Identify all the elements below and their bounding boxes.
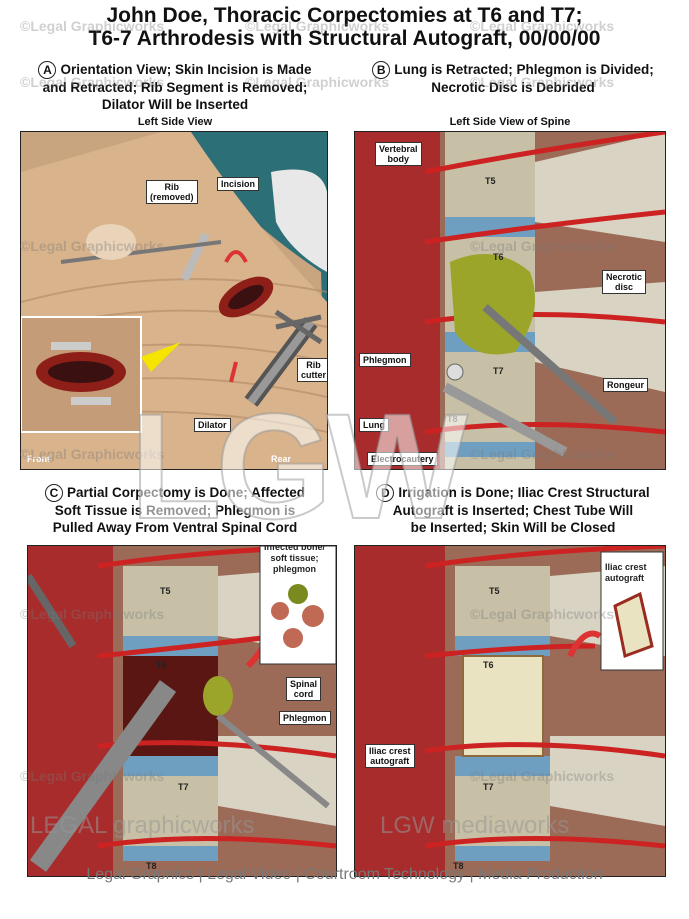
label-iliac-crest-inset: Iliac crest autograft [605,562,647,583]
label-c-phlegmon: Phlegmon [279,711,331,725]
caption-d-line2: Autograft is Inserted; Chest Tube Will [392,503,634,519]
caption-c-line3: Pulled Away From Ventral Spinal Cord [52,520,298,536]
label-c-t6: T6 [156,660,167,670]
caption-a-line3: Dilator Will be Inserted [101,97,249,113]
caption-c-line2: Soft Tissue is Removed; Phlegmon is [54,503,296,519]
label-rear: Rear [271,454,292,464]
label-rib-removed: Rib(removed) [146,180,198,204]
label-d-t5: T5 [489,586,500,596]
panel-letter-c: C [44,484,63,503]
panel-d-autograft: T5 T6 T7 T8 Iliac crest autograft Iliac … [354,545,666,877]
label-electrocautery: Electrocautery [367,452,438,466]
footer-services: Legal Graphics | Legal Video | Courtroom… [86,866,603,883]
label-front: Front [27,454,50,464]
caption-a-line2: and Retracted; Rib Segment is Removed; [42,80,308,96]
panel-letter-d: D [376,484,395,503]
label-b-t8: T8 [447,414,458,424]
caption-d-line3: be Inserted; Skin Will be Closed [410,520,616,536]
caption-b-line1: Lung is Retracted; Phlegmon is Divided; [394,62,654,77]
panel-letter-b: B [372,61,391,80]
label-d-t6: T6 [483,660,494,670]
subtitle-a: Left Side View [137,116,213,128]
label-d-t7: T7 [483,782,494,792]
caption-c-line1: Partial Corpectomy is Done; Affected [66,485,306,500]
panel-c-illustration [28,546,336,876]
page-title-line2: T6-7 Arthrodesis with Structural Autogra… [88,27,601,50]
label-incision: Incision [217,177,260,191]
label-lung: Lung [359,418,389,432]
label-rongeur: Rongeur [603,378,648,392]
label-d-t8: T8 [453,861,464,871]
label-c-t8: T8 [146,861,157,871]
panel-d-illustration [355,546,665,876]
label-infected-bone: Infected bone/ soft tissue; phlegmon [264,545,326,574]
label-c-t7: T7 [178,782,189,792]
brand-lgw-mediaworks: LGW mediaworks [380,812,570,839]
lgw-logo-watermark: LGW [129,381,469,551]
page-title-line1: John Doe, Thoracic Corpectomies at T6 an… [106,4,583,27]
panel-a-illustration [21,132,327,469]
label-phlegmon: Phlegmon [359,353,411,367]
caption-b-line2: Necrotic Disc is Debrided [431,80,595,96]
panel-c-corpectomy: T5 T6 T7 T8 Infected bone/ soft tissue; … [27,545,337,877]
panel-b-illustration [355,132,665,469]
label-b-t7: T7 [493,366,504,376]
panel-letter-a: A [38,61,57,80]
label-dilator: Dilator [194,418,231,432]
label-b-t5: T5 [485,176,496,186]
label-c-t5: T5 [160,586,171,596]
caption-d-line1: Irrigation is Done; Iliac Crest Structur… [398,485,650,500]
subtitle-b: Left Side View of Spine [449,116,571,128]
label-b-t6: T6 [493,252,504,262]
caption-a-line1: Orientation View; Skin Incision is Made [60,62,312,77]
brand-legal-graphicworks: LEGAL graphicworks [30,812,255,839]
